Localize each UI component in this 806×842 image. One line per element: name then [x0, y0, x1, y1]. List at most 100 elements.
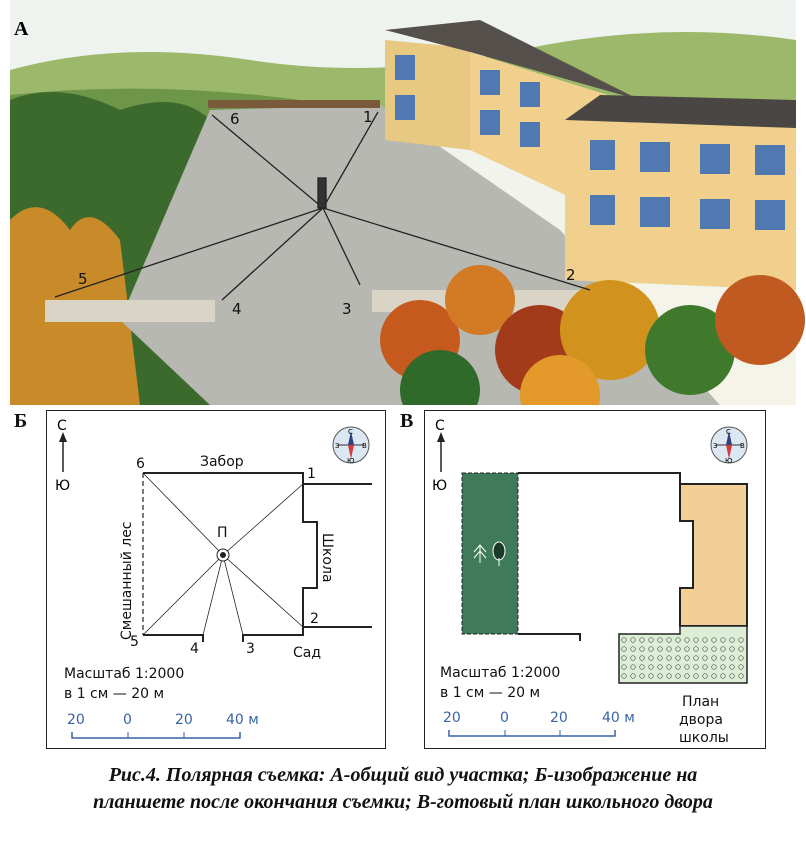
- garden-dot: [729, 637, 735, 643]
- garden-dot: [657, 664, 663, 670]
- garden-dot: [657, 646, 663, 652]
- label: Масштаб 1:2000: [64, 666, 184, 682]
- garden-dot: [675, 655, 681, 661]
- label: 20: [550, 710, 568, 726]
- label: П: [217, 525, 228, 541]
- label: Ю: [725, 457, 733, 465]
- garden-dot: [711, 637, 717, 643]
- label: С: [348, 428, 353, 436]
- label: Масштаб 1:2000: [440, 665, 560, 681]
- garden-dot: [630, 646, 636, 652]
- garden-dot: [711, 655, 717, 661]
- north-arrow: С Ю: [55, 418, 70, 494]
- label: 6: [136, 456, 145, 472]
- label: Ю: [55, 478, 70, 494]
- garden-area: [618, 625, 748, 684]
- garden-dot: [657, 637, 663, 643]
- garden-dot: [720, 646, 726, 652]
- panel-b-survey-sheet: С Ю С Ю З В П Забор Сад См: [46, 410, 386, 749]
- label: Смешанный лес: [119, 521, 135, 640]
- compass-icon: С Ю З В: [332, 426, 370, 465]
- label: 40 м: [226, 712, 259, 728]
- garden-dot: [729, 673, 735, 679]
- garden-dot: [702, 646, 708, 652]
- label: 2: [310, 611, 319, 627]
- garden-dot: [630, 655, 636, 661]
- label: В: [740, 442, 745, 450]
- forest-area: [461, 472, 519, 635]
- garden-dot: [675, 673, 681, 679]
- garden-dot: [648, 655, 654, 661]
- garden-dot: [729, 655, 735, 661]
- label: 6: [230, 110, 240, 128]
- garden-dot: [729, 646, 735, 652]
- label: З: [713, 442, 718, 450]
- garden-dot: [684, 655, 690, 661]
- panel-c-letter: В: [400, 410, 414, 432]
- garden-dot: [711, 646, 717, 652]
- figure-caption-line-1: Рис.4. Полярная съемка: А-общий вид учас…: [108, 764, 698, 786]
- panel-c-yard-plan: С Ю С Ю З В Масштаб 1:2000 в 1 см — 20 м…: [424, 410, 766, 749]
- garden-dot: [675, 646, 681, 652]
- garden-dot: [657, 673, 663, 679]
- yard-illustration: 1 2 3 4 5 6 А: [10, 0, 805, 405]
- label: Сад: [293, 645, 321, 661]
- label: 0: [123, 712, 132, 728]
- garden-dot: [666, 655, 672, 661]
- garden-dot: [639, 646, 645, 652]
- label: школы: [679, 730, 729, 746]
- garden-dot: [630, 673, 636, 679]
- garden-dot: [720, 673, 726, 679]
- garden-dot: [621, 646, 627, 652]
- label: Ю: [432, 478, 447, 494]
- garden-dot: [666, 673, 672, 679]
- label: 20: [175, 712, 193, 728]
- label: 1: [307, 466, 316, 482]
- garden-dot: [648, 637, 654, 643]
- garden-dot: [639, 637, 645, 643]
- garden-dot: [675, 637, 681, 643]
- garden-dot: [693, 673, 699, 679]
- autumn-trees-right: [380, 265, 805, 405]
- garden-dot: [720, 664, 726, 670]
- garden-dot: [720, 655, 726, 661]
- garden-dot: [648, 673, 654, 679]
- survey-rays: [54, 111, 591, 301]
- tree-icon: [473, 541, 506, 566]
- panel-a-letter: А: [14, 18, 29, 40]
- garden-dot: [621, 664, 627, 670]
- label: Школа: [319, 533, 335, 583]
- garden-dot: [720, 637, 726, 643]
- fence-left: [45, 300, 215, 322]
- panel-b-letter: Б: [14, 410, 28, 432]
- garden-dot: [630, 664, 636, 670]
- label: 2: [566, 266, 576, 284]
- garden-dot: [684, 664, 690, 670]
- school-building: [385, 20, 796, 290]
- label: 5: [130, 634, 139, 650]
- scale-bar: 20 0 20 40 м: [443, 710, 635, 737]
- label: С: [435, 418, 445, 434]
- garden-dot: [729, 664, 735, 670]
- garden-dot: [630, 637, 636, 643]
- point-labels: 1 2 3 4 5 6: [78, 108, 576, 318]
- garden-dot: [711, 664, 717, 670]
- label: 4: [232, 300, 242, 318]
- garden-dot: [675, 664, 681, 670]
- garden-dot: [702, 637, 708, 643]
- garden-dot: [738, 646, 744, 652]
- garden-dot: [702, 655, 708, 661]
- garden-dot: [738, 664, 744, 670]
- garden-dot: [639, 655, 645, 661]
- label: в 1 см — 20 м: [440, 685, 540, 701]
- label: в 1 см — 20 м: [64, 686, 164, 702]
- garden-dot: [693, 637, 699, 643]
- label: Ю: [347, 457, 355, 465]
- garden-dot: [693, 664, 699, 670]
- scale-bar: 20 0 20 40 м: [67, 712, 259, 739]
- surveyor: [317, 177, 327, 209]
- label: 20: [443, 710, 461, 726]
- survey-rays: [142, 472, 304, 636]
- school-building: [679, 483, 748, 627]
- label: 40 м: [602, 710, 635, 726]
